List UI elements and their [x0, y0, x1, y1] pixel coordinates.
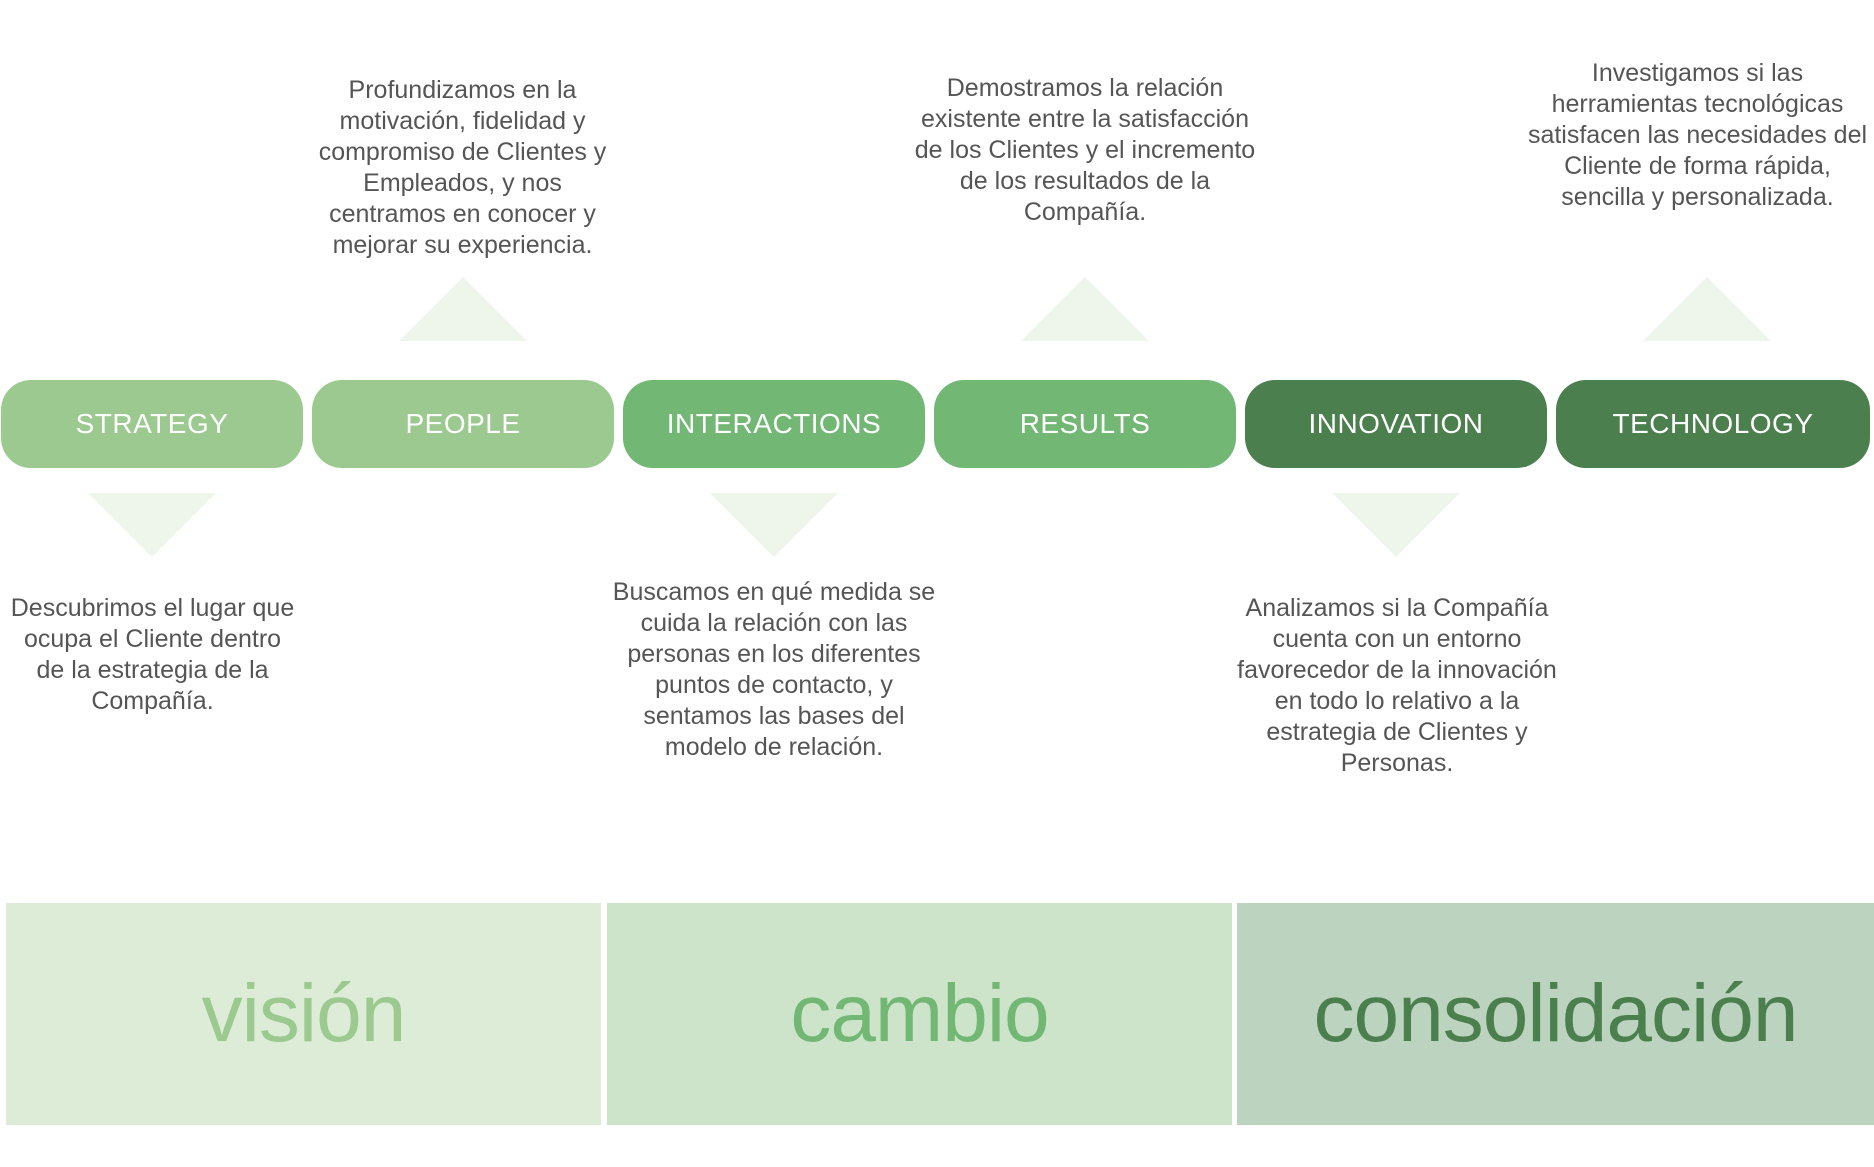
phase-vision: visión [6, 903, 601, 1125]
stage-results-label: RESULTS [1019, 408, 1151, 439]
people-arrow-up [399, 277, 527, 341]
results-arrow-up [1021, 277, 1149, 341]
innovation-arrow-down [1332, 493, 1460, 557]
phase-cambio-label: cambio [790, 968, 1049, 1059]
interactions-description: Buscamos en qué medida se cuida la relac… [612, 578, 936, 761]
phase-consolidacion: consolidación [1237, 903, 1874, 1125]
stage-strategy[interactable]: STRATEGY [1, 380, 303, 468]
people-description: Profundizamos en la motivación, fidelida… [318, 76, 607, 259]
stage-strategy-label: STRATEGY [75, 408, 229, 439]
technology-description: Investigamos si las herramientas tecnoló… [1527, 59, 1868, 211]
technology-arrow-up [1643, 277, 1771, 341]
results-description: Demostramos la relación existente entre … [914, 74, 1256, 226]
phase-consolidacion-label: consolidación [1313, 968, 1799, 1059]
stage-innovation-label: INNOVATION [1308, 408, 1484, 439]
stage-people[interactable]: PEOPLE [312, 380, 614, 468]
stage-interactions[interactable]: INTERACTIONS [623, 380, 925, 468]
stage-technology[interactable]: TECHNOLOGY [1556, 380, 1870, 468]
phase-vision-label: visión [201, 968, 407, 1059]
stage-results[interactable]: RESULTS [934, 380, 1236, 468]
strategy-description: Descubrimos el lugar que ocupa el Client… [10, 594, 295, 715]
strategy-arrow-down [88, 493, 216, 557]
innovation-description: Analizamos si la Compañía cuenta con un … [1237, 594, 1557, 777]
interactions-arrow-down [710, 493, 838, 557]
stage-interactions-label: INTERACTIONS [666, 408, 882, 439]
phase-cambio: cambio [607, 903, 1232, 1125]
stage-innovation[interactable]: INNOVATION [1245, 380, 1547, 468]
stage-technology-label: TECHNOLOGY [1612, 408, 1814, 439]
stage-people-label: PEOPLE [405, 408, 521, 439]
